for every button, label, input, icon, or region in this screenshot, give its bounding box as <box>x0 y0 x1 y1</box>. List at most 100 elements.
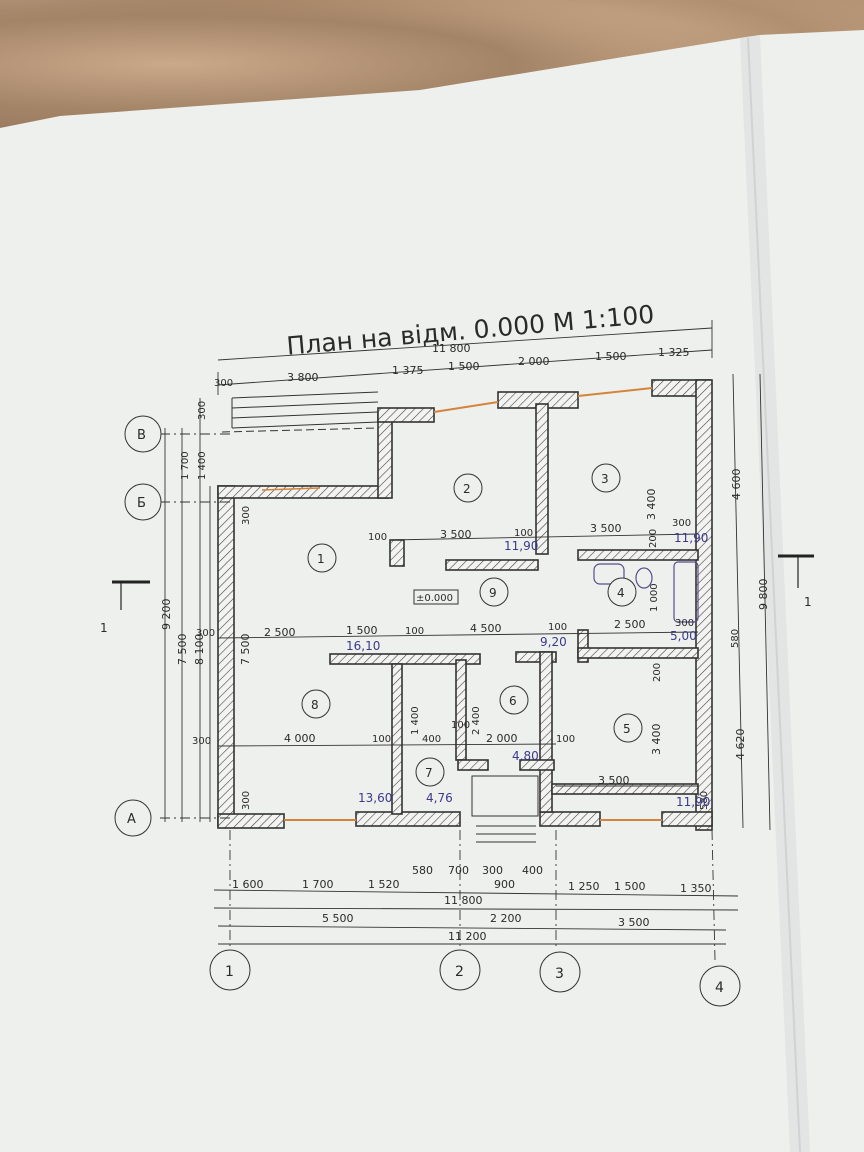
row3-6: 100 <box>556 734 575 745</box>
right-dim-0: 4 600 <box>730 469 743 501</box>
bottom-r1-1: 1 700 <box>302 878 334 891</box>
row3-0: 300 <box>192 736 211 747</box>
area-room9: 9,20 <box>540 635 567 649</box>
section-mark-left: 1 <box>100 580 150 635</box>
svg-text:8: 8 <box>311 698 319 712</box>
axis-bubble-4: 4 <box>699 965 741 1007</box>
vertical-interior-dimensions: 3 400 3 400 1 400 2 400 200 580 <box>410 489 710 811</box>
left-dim-4: 7 500 <box>176 634 189 666</box>
left-dim-6: 7 500 <box>239 634 252 666</box>
row1-0: 100 <box>368 532 387 543</box>
svg-text:6: 6 <box>509 694 517 708</box>
room-numbers: 1 2 3 4 5 6 7 8 9 <box>301 463 643 787</box>
row3-2: 100 <box>372 734 391 745</box>
entrance-porch <box>471 775 539 843</box>
vdim-2: 1 400 <box>410 706 421 735</box>
svg-text:3: 3 <box>601 472 609 486</box>
bottom-top-0: 580 <box>412 864 433 877</box>
row2-2: 1 500 <box>346 624 378 637</box>
bottom-r1-0: 1 600 <box>232 878 264 891</box>
top-dim-6: 1 325 <box>658 346 690 359</box>
level-mark: ±0.000 <box>413 589 459 605</box>
bottom-r4-overall: 11 200 <box>448 930 487 943</box>
svg-text:4: 4 <box>617 586 625 600</box>
svg-text:1: 1 <box>225 964 234 980</box>
right-dim-3: 580 <box>730 629 741 648</box>
row3-3: 400 <box>422 734 441 745</box>
svg-text:7: 7 <box>425 766 433 780</box>
interior-dims-row3: 300 4 000 100 400 100 2 000 100 3 500 <box>192 720 630 787</box>
room-5: 5 <box>613 713 643 743</box>
bottom-r1-2: 1 520 <box>368 878 400 891</box>
room-6: 6 <box>499 685 529 715</box>
top-dim-overall: 11 800 <box>432 342 471 355</box>
row2-4: 4 500 <box>470 622 502 635</box>
axis-bubble-1: 1 <box>209 949 251 991</box>
top-dimensions: 11 800 300 3 800 1 375 1 500 2 000 1 500… <box>214 320 713 395</box>
windows <box>261 387 662 821</box>
row3-7: 3 500 <box>598 774 630 787</box>
row2-8: 1 000 <box>649 583 660 612</box>
interior-dims-row1: 100 3 500 100 3 500 300 200 <box>368 518 691 548</box>
row2-1: 2 500 <box>264 626 296 639</box>
terrace-steps <box>221 391 379 433</box>
area-room2: 11,90 <box>504 539 538 553</box>
room-2: 2 <box>453 473 483 503</box>
svg-text:1: 1 <box>317 552 325 566</box>
bottom-r1-4: 1 250 <box>568 880 600 893</box>
left-dim-7: 300 <box>241 506 252 525</box>
svg-text:3: 3 <box>555 966 564 982</box>
right-dim-2: 4 620 <box>734 729 747 761</box>
axis-bubble-2: 2 <box>439 949 481 991</box>
axis-numbers: 1 2 3 4 <box>209 949 741 1007</box>
top-dim-5: 1 500 <box>595 350 627 363</box>
vdim-4: 200 <box>652 663 663 682</box>
paper-fold-shadow <box>740 35 810 1152</box>
section-mark-right: 1 <box>778 554 814 609</box>
bottom-r2-overall: 11 800 <box>444 894 483 907</box>
svg-text:А: А <box>127 812 136 827</box>
room-4: 4 <box>607 577 637 607</box>
paper-fold-line <box>747 37 801 1152</box>
bottom-r1-5: 1 500 <box>614 880 646 893</box>
walls <box>217 379 713 831</box>
left-dim-0: 300 <box>197 401 208 420</box>
row3-1: 4 000 <box>284 732 316 745</box>
vdim-1: 3 400 <box>650 724 663 756</box>
vdim-3: 2 400 <box>471 706 482 735</box>
paper-sheet <box>0 30 864 1152</box>
section-mark-right-label: 1 <box>804 595 812 609</box>
area-room4: 5,00 <box>670 629 697 643</box>
top-dim-0: 300 <box>214 378 233 389</box>
room-9: 9 <box>479 577 509 607</box>
bottom-dimensions: 580 700 300 400 1 600 1 700 1 520 900 1 … <box>213 864 739 945</box>
room-1: 1 <box>307 543 337 573</box>
section-mark-left-label: 1 <box>100 621 108 635</box>
row1-3: 3 500 <box>590 522 622 535</box>
level-mark-text: ±0.000 <box>416 593 453 604</box>
axis-bubble-v: В <box>124 415 162 453</box>
svg-text:В: В <box>137 428 146 443</box>
svg-text:Б: Б <box>137 496 146 511</box>
row2-5: 100 <box>548 622 567 633</box>
svg-text:5: 5 <box>623 722 631 736</box>
left-dim-8: 300 <box>241 791 252 810</box>
svg-text:2: 2 <box>455 964 464 980</box>
left-dim-1: 1 400 <box>197 451 208 480</box>
row2-3: 100 <box>405 626 424 637</box>
top-dim-4: 2 000 <box>518 355 550 368</box>
area-room1: 16,10 <box>346 639 380 653</box>
bottom-r1-3: 900 <box>494 878 515 891</box>
area-room3: 11,90 <box>674 531 708 545</box>
axis-bubble-a: А <box>114 799 152 837</box>
vdim-0: 3 400 <box>645 489 658 521</box>
svg-text:4: 4 <box>715 980 724 996</box>
row2-0: 300 <box>196 628 215 639</box>
bottom-top-1: 700 <box>448 864 469 877</box>
bottom-r1-6: 1 350 <box>680 882 712 895</box>
left-dim-2: 1 700 <box>180 451 191 480</box>
area-room5: 11,90 <box>676 795 710 809</box>
room-7: 7 <box>415 757 445 787</box>
bathroom-fixtures <box>593 561 699 623</box>
